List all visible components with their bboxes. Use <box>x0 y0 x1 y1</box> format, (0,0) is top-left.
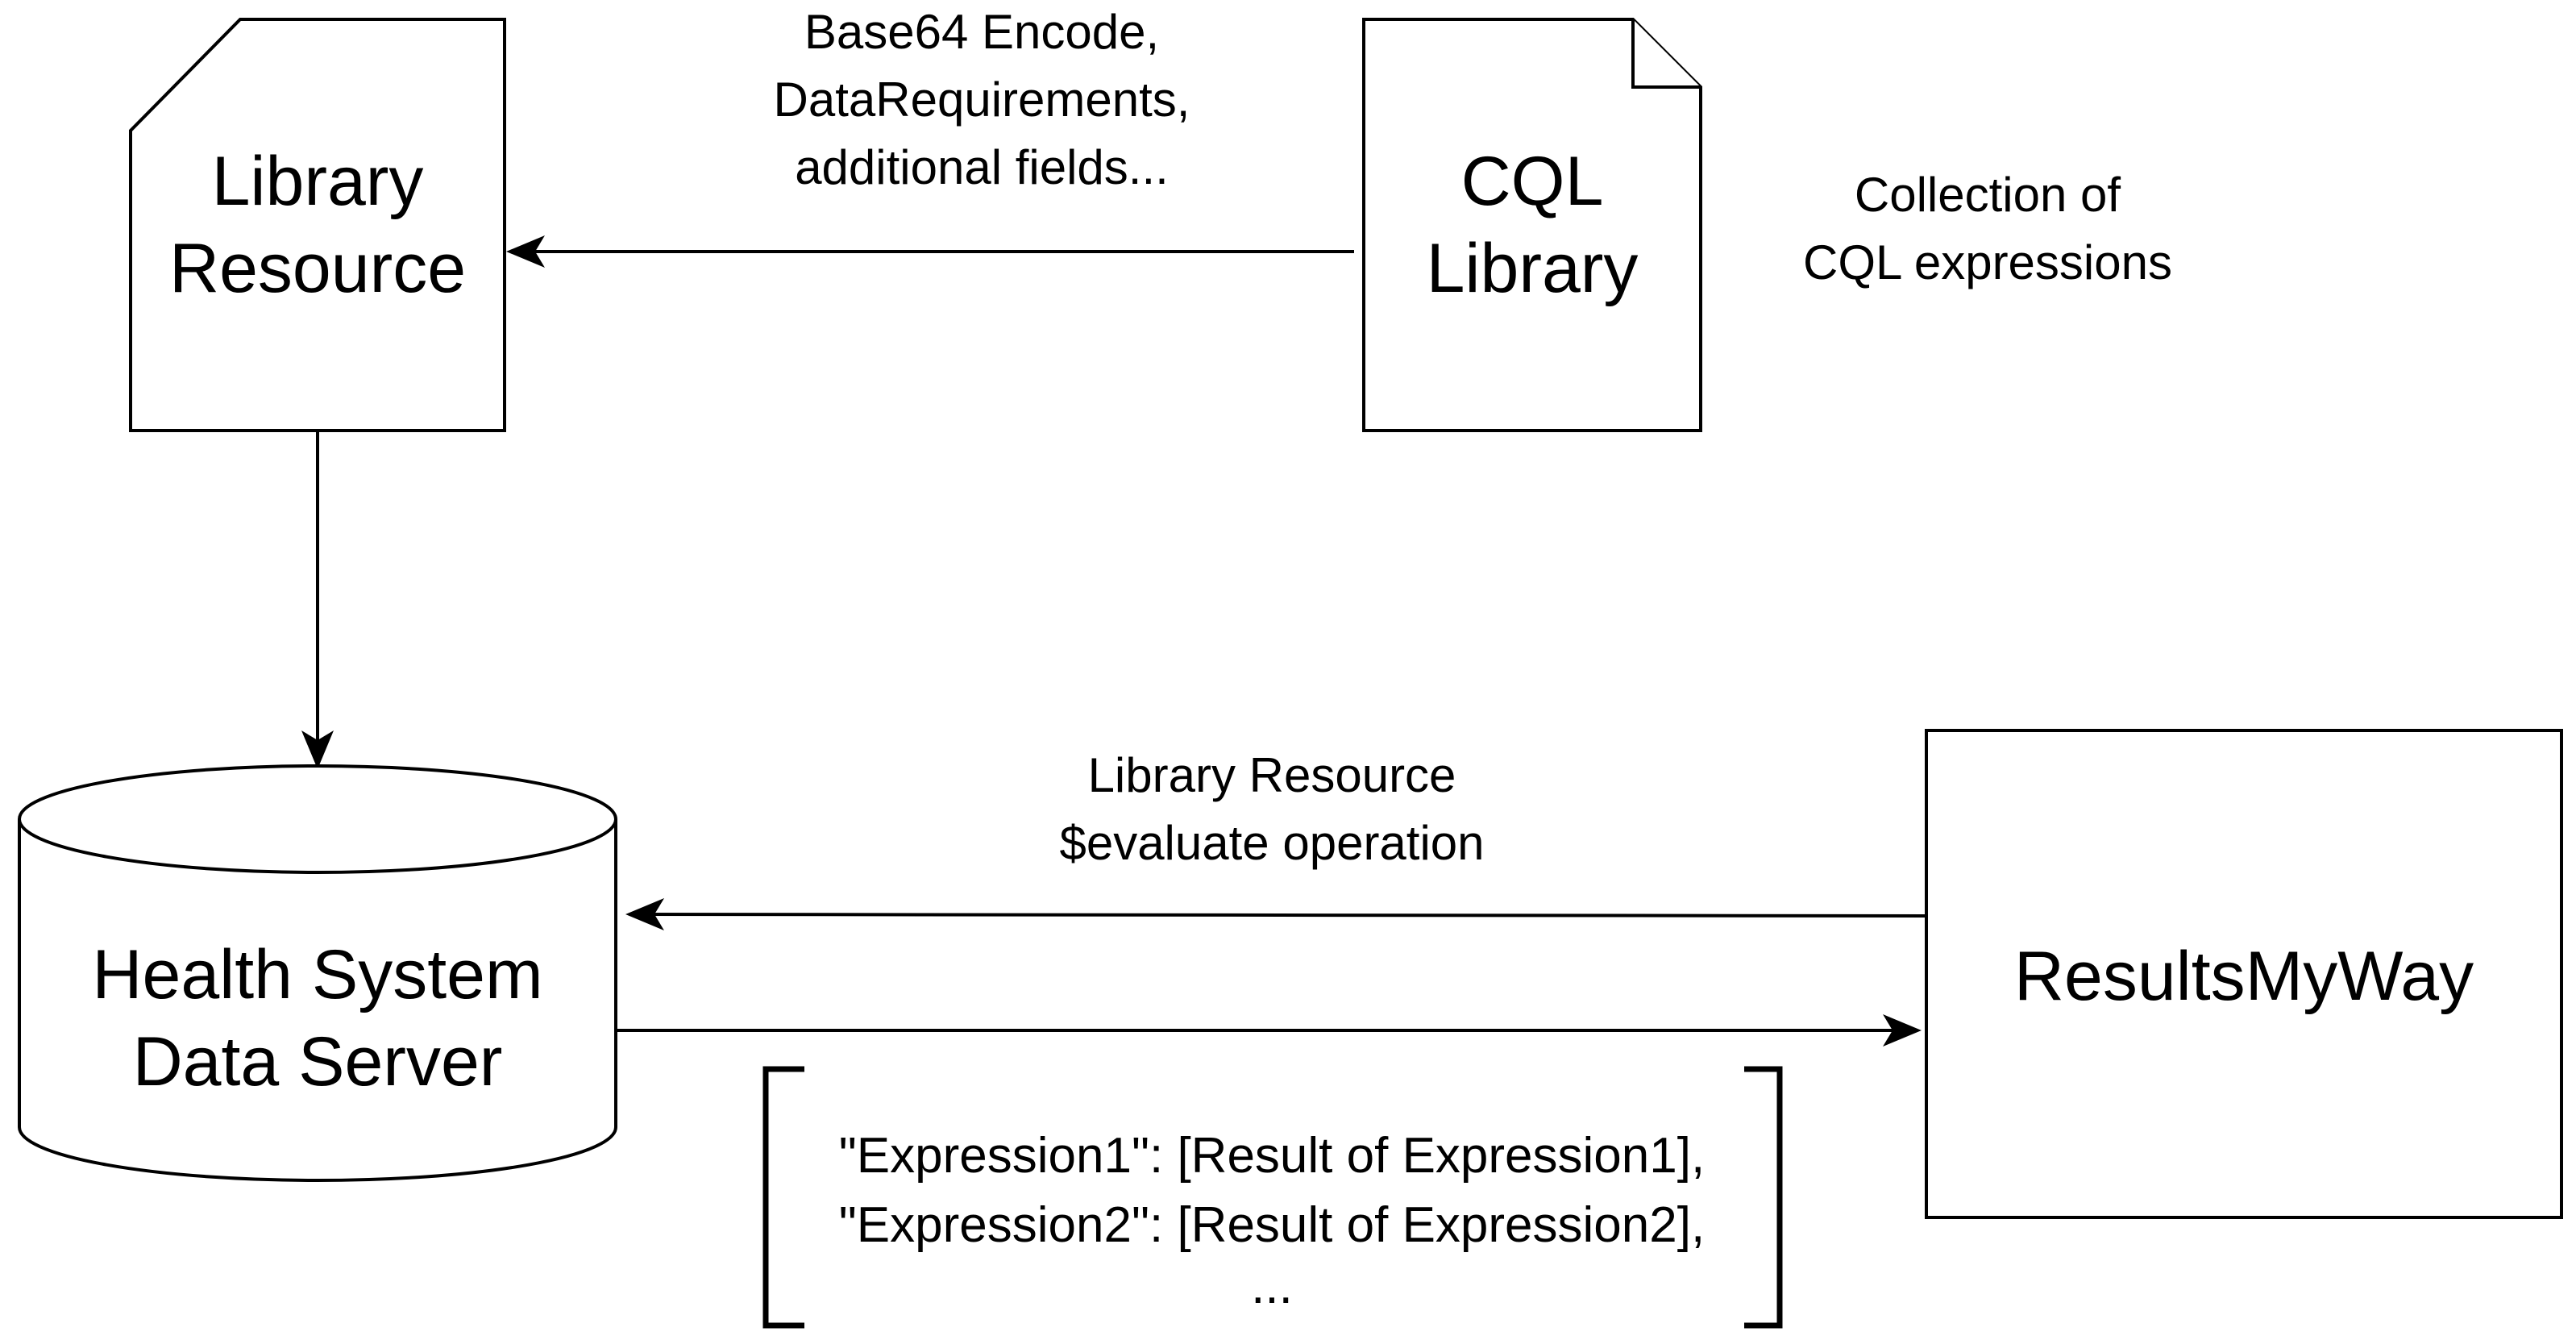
results-my-way-label: ResultsMyWay <box>2014 938 2474 1015</box>
data-server-cylinder-top <box>18 764 617 874</box>
cql-library-label-line2: Library <box>1427 230 1639 307</box>
result-list-line3: ... <box>1251 1259 1293 1314</box>
result-list-line2: "Expression2": [Result of Expression2], <box>839 1197 1705 1253</box>
cql-library-node: CQL Library <box>1362 18 1702 432</box>
cql-library-label-line1: CQL <box>1461 143 1604 220</box>
result-list-line1: "Expression1": [Result of Expression1], <box>839 1128 1705 1184</box>
library-resource-node: Library Resource <box>129 18 506 432</box>
cql-to-library-label-line1: Base64 Encode, <box>804 5 1159 59</box>
library-resource-label-line2: Resource <box>169 230 466 307</box>
cql-to-library-edge: Base64 Encode, DataRequirements, additio… <box>506 5 1354 268</box>
health-system-data-server-node: Health System Data Server <box>18 764 617 1182</box>
results-to-server-arrow <box>625 898 1926 931</box>
data-server-label-line2: Data Server <box>133 1023 503 1101</box>
cql-to-library-label-line2: DataRequirements, <box>774 73 1190 127</box>
data-server-label-line1: Health System <box>92 936 542 1013</box>
cql-library-shape <box>1362 18 1702 432</box>
library-resource-label-line1: Library <box>212 143 424 220</box>
results-to-server-label-line2: $evaluate operation <box>1059 816 1484 870</box>
cql-library-note-line1: Collection of <box>1855 168 2121 222</box>
cql-library-note: Collection of CQL expressions <box>1803 168 2172 289</box>
folded-corner-icon <box>1631 19 1701 89</box>
results-to-server-edge: Library Resource $evaluate operation <box>625 748 1926 931</box>
right-bracket <box>1744 1066 1783 1329</box>
result-list: "Expression1": [Result of Expression1], … <box>762 1066 1783 1329</box>
results-my-way-node: ResultsMyWay <box>1925 729 2563 1219</box>
cql-library-note-line2: CQL expressions <box>1803 235 2172 289</box>
cql-to-library-label-line3: additional fields... <box>795 140 1169 194</box>
left-bracket <box>762 1066 804 1329</box>
results-to-server-label-line1: Library Resource <box>1088 748 1456 802</box>
library-resource-shape <box>129 18 506 432</box>
data-server-cylinder-body <box>18 819 617 1182</box>
results-my-way-box <box>1925 729 2563 1219</box>
